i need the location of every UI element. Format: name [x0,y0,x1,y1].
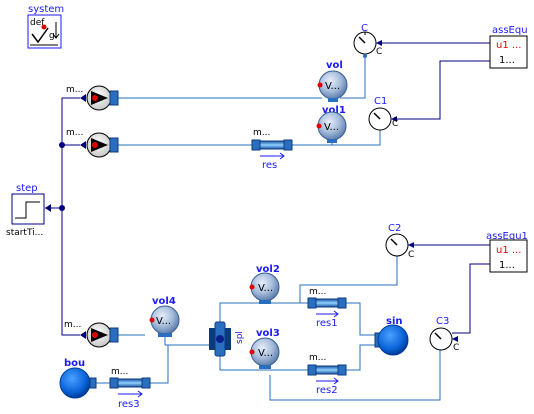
vol4-text: V... [156,316,171,327]
assEqu1-u1: u1 ... [496,245,521,256]
res1-label: res1 [316,318,338,329]
vol3-label: vol3 [256,328,280,339]
pump-top[interactable]: m... [66,85,119,111]
C3-label: C3 [436,316,449,327]
C3-unit: C [453,343,459,353]
sensor-C2[interactable]: C2 C [385,223,414,260]
res1-param: m... [309,287,326,297]
bou-label: bou [64,358,85,369]
boundary-sin[interactable]: sin [374,316,409,356]
pump-top-label: m... [66,85,83,95]
splitter-spl[interactable]: spl [209,321,245,357]
res-label: res [262,160,277,171]
system-block[interactable]: system def g [27,4,64,49]
assert-assEqu[interactable]: assEqu u1 ... 1... [489,25,528,69]
assEqu1-u2: 1... [499,260,515,271]
system-label: system [28,4,64,15]
assEqu-u1: u1 ... [496,40,521,51]
assEqu1-label: assEqu1 [486,231,528,242]
step-param: startTi... [6,228,43,238]
step-label: step [16,183,38,194]
C1-unit: C [392,119,398,129]
sensor-C1[interactable]: C1 C [368,96,398,131]
res-param: m... [253,128,270,138]
res3-label: res3 [118,399,140,410]
pump-mid[interactable]: m... [66,128,119,158]
vol-text: V... [325,81,340,92]
volume-vol2[interactable]: vol2 V... [249,264,280,304]
pipe-res[interactable]: m... res [251,128,293,171]
sensor-C3[interactable]: C3 C [429,316,459,353]
spl-label: spl [235,331,245,344]
vol1-text: V... [324,122,339,133]
volume-vol4[interactable]: vol4 V... [149,296,180,337]
res2-param: m... [309,353,326,363]
step-block[interactable]: step startTi... [6,183,51,238]
res2-label: res2 [316,385,338,396]
volume-vol1[interactable]: vol1 V... [316,105,347,143]
sensor-C[interactable]: C C [353,23,382,58]
vol3-text: V... [258,348,273,359]
vol-label: vol [326,60,343,71]
assEqu-label: assEqu [492,25,528,36]
sin-label: sin [386,316,403,327]
pipe-res1[interactable]: m... res1 [307,287,347,329]
assert-assEqu1[interactable]: assEqu1 u1 ... 1... [486,231,528,273]
C2-label: C2 [388,223,401,234]
assEqu-u2: 1... [499,55,515,66]
boundary-bou[interactable]: bou [59,358,97,399]
C-unit: C [376,47,382,57]
volume-vol3[interactable]: vol3 V... [249,328,280,369]
C-label: C [361,23,368,34]
res3-param: m... [111,367,128,377]
pump-bot-label: m... [64,320,81,330]
pump-mid-label: m... [66,128,83,138]
volume-vol[interactable]: vol V... [317,60,348,102]
vol4-label: vol4 [152,296,176,307]
system-def-text: def [30,18,45,28]
pump-bot[interactable]: m... [64,320,119,348]
vol2-label: vol2 [256,264,280,275]
C2-unit: C [408,250,414,260]
pipe-res3[interactable]: m... res3 [109,367,151,410]
system-g-text: g [49,31,55,41]
pipe-res2[interactable]: m... res2 [307,353,347,396]
vol1-label: vol1 [322,105,346,116]
connections [45,42,490,401]
vol2-text: V... [258,283,273,294]
C1-label: C1 [374,96,387,107]
